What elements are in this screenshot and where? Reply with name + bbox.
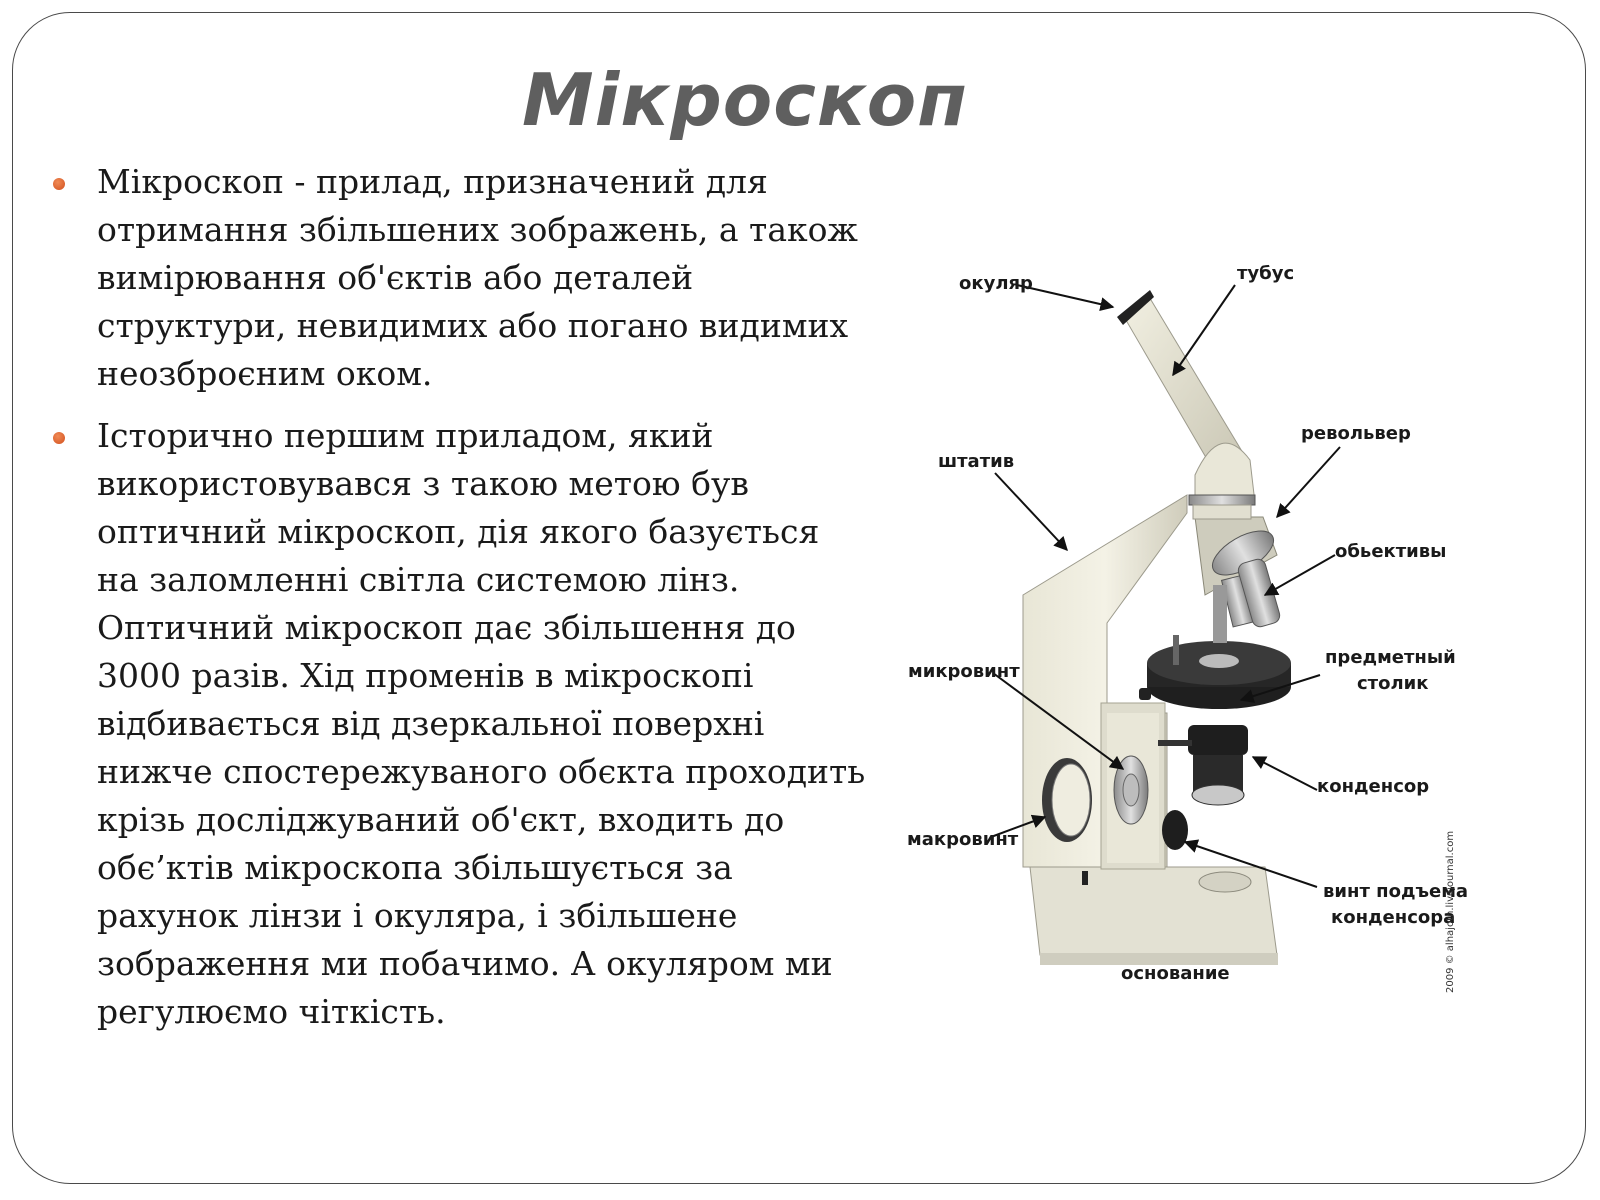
ocular-part [1117, 290, 1154, 325]
label-tube: тубус [1237, 263, 1294, 284]
label-ocular: окуляр [959, 273, 1033, 294]
tube-part [1122, 294, 1256, 520]
bullet-list: Мікроскоп - прилад, призначений для отри… [50, 158, 870, 1050]
microscope-illustration: окуляр тубус револьвер штатив обьективы … [907, 263, 1468, 993]
microscope-diagram: окуляр тубус револьвер штатив обьективы … [905, 255, 1505, 1035]
base-part [1029, 866, 1278, 965]
bullet-item-definition: Мікроскоп - прилад, призначений для отри… [50, 158, 870, 398]
label-condenser: конденсор [1317, 776, 1429, 797]
label-revolver: револьвер [1301, 423, 1411, 444]
label-stand: штатив [938, 451, 1014, 472]
bullet-text: Історично першим приладом, який використ… [97, 416, 866, 1031]
image-credit: 2009 © alhajoth.livejournal.com [1445, 831, 1456, 993]
bullet-dot-icon [53, 432, 65, 444]
bullet-dot-icon [53, 178, 65, 190]
label-base: основание [1121, 963, 1230, 984]
label-arrows [990, 284, 1341, 888]
objectives-part [1213, 558, 1281, 643]
bullet-item-history: Історично першим приладом, який використ… [50, 412, 870, 1036]
slide-frame [12, 12, 1586, 1184]
slide-title: Мікроскоп [522, 58, 968, 142]
label-condenser-screw-line1: винт подъема [1323, 881, 1468, 902]
bullet-text: Мікроскоп - прилад, призначений для отри… [97, 162, 858, 393]
label-macro-screw: макровинт [907, 829, 1019, 850]
micro-screw-part [1113, 755, 1188, 850]
revolver-part [1194, 516, 1278, 596]
label-micro-screw: микровинт [908, 661, 1020, 682]
label-stage-line2: столик [1357, 673, 1428, 694]
label-condenser-screw-line2: конденсора [1331, 907, 1455, 928]
stage-part [1139, 635, 1291, 709]
label-objectives: обьективы [1335, 541, 1446, 562]
condenser-part [1158, 725, 1248, 806]
macro-screw-part [1042, 758, 1092, 842]
label-stage-line1: предметный [1325, 647, 1456, 668]
